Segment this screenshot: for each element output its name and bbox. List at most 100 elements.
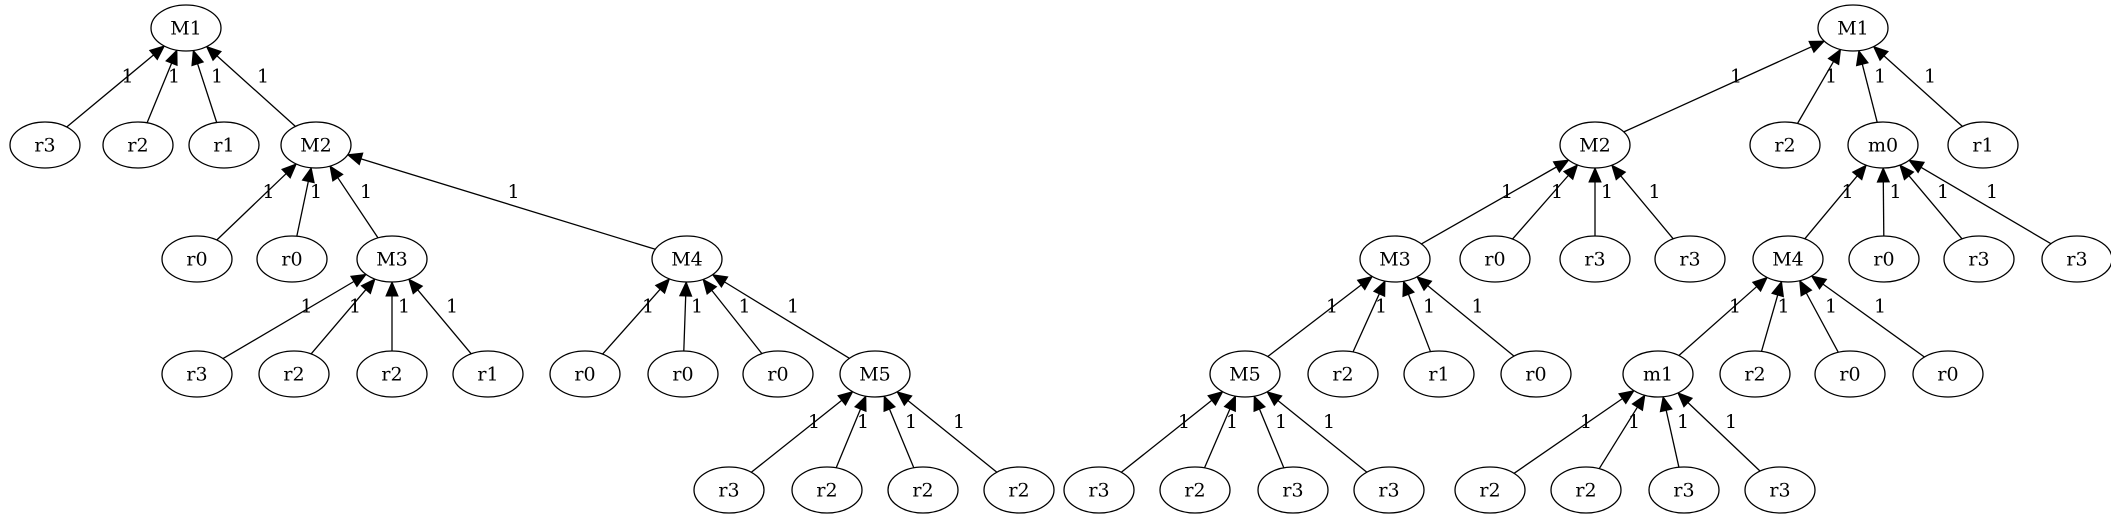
arrowhead-icon <box>711 274 729 289</box>
edge-weight-label: 1 <box>1551 181 1563 203</box>
edge-line <box>1407 294 1432 352</box>
arrowhead-icon <box>1253 395 1266 413</box>
node-t1_r0d: r0 <box>647 350 719 398</box>
edge-weight-label: 1 <box>1825 66 1837 88</box>
edge-line <box>1598 406 1638 470</box>
node-label: r3 <box>1679 249 1700 271</box>
node-label: r3 <box>34 135 55 157</box>
arrowhead-icon <box>1876 166 1891 183</box>
arrowhead-icon <box>1810 275 1828 290</box>
arrowhead-icon <box>1356 275 1374 291</box>
edge-weight-label: 1 <box>1649 181 1661 203</box>
node-t2_r3f: r3 <box>1257 466 1329 514</box>
edge-weight-label: 1 <box>905 411 917 433</box>
node-label: M5 <box>859 364 891 386</box>
arrowhead-icon <box>1872 45 1889 62</box>
node-t2_r3a: r3 <box>1559 235 1631 283</box>
edge-weight-label: 1 <box>1580 411 1592 433</box>
node-ellipse <box>258 350 330 398</box>
edge-line <box>907 400 998 473</box>
edge-line <box>1665 410 1680 468</box>
arrowhead-icon <box>205 45 222 62</box>
edge-t2_r3c-to-t2_m0: 1 <box>1899 164 1963 240</box>
edge-t2_r2d-to-t2_M5: 1 <box>1203 394 1238 469</box>
node-ellipse <box>1943 235 2015 283</box>
arrowhead-icon <box>1618 389 1635 405</box>
node-t1_r0a: r0 <box>161 235 233 283</box>
edge-weight-label: 1 <box>739 296 751 318</box>
arrowhead-icon <box>1676 392 1694 408</box>
arrowhead-icon <box>301 166 315 184</box>
edge-weight-label: 1 <box>1501 181 1513 203</box>
edge-t2_r2f-to-t2_m1: 1 <box>1598 394 1646 470</box>
node-label: M2 <box>1579 135 1611 157</box>
arrowhead-icon <box>407 278 424 295</box>
node-t1_r0c: r0 <box>549 350 621 398</box>
edge-t1_r1b-to-t1_M3: 1 <box>407 278 472 355</box>
arrowhead-icon <box>1266 391 1283 407</box>
edge-line <box>683 295 687 352</box>
edge-line <box>1258 408 1285 469</box>
node-t1_M4: M4 <box>651 235 723 283</box>
edge-t2_r3d-to-t2_m0: 1 <box>1908 159 2052 245</box>
edge-t1_r0c-to-t1_M4: 1 <box>602 277 671 355</box>
node-label: M5 <box>1229 364 1261 386</box>
edge-line <box>216 55 296 127</box>
node-t2_r0c: r0 <box>1500 350 1572 398</box>
edge-weight-label: 1 <box>1890 181 1902 203</box>
edge-line <box>835 408 862 469</box>
node-ellipse <box>161 235 233 283</box>
arrowhead-icon <box>1562 163 1579 181</box>
edge-weight-label: 1 <box>1677 411 1689 433</box>
node-t2_r3b: r3 <box>1654 235 1726 283</box>
node-label: r2 <box>1575 480 1596 502</box>
node-label: r3 <box>1378 480 1399 502</box>
node-ellipse <box>647 350 719 398</box>
edge-weight-label: 1 <box>398 296 410 318</box>
arrowhead-icon <box>883 395 896 413</box>
arrowhead-icon <box>1899 164 1915 181</box>
node-label: M2 <box>300 135 332 157</box>
edge-t1_r0d-to-t1_M4: 1 <box>678 280 703 352</box>
node-ellipse <box>1814 350 1886 398</box>
node-t1_r3b: r3 <box>161 350 233 398</box>
node-t1_M1: M1 <box>150 4 222 52</box>
node-label: r1 <box>1972 135 1993 157</box>
node-t2_r1a: r1 <box>1947 121 2019 169</box>
node-ellipse <box>651 235 723 283</box>
edge-t1_r2e-to-t1_M5: 1 <box>883 395 917 469</box>
edge-t1_M5-to-t1_M4: 1 <box>711 274 850 359</box>
edge-t2_r0c-to-t2_M3: 1 <box>1416 276 1515 357</box>
node-label: r3 <box>1584 249 1605 271</box>
edge-line <box>888 408 915 469</box>
edge-t2_m1-to-t2_M4: 1 <box>1678 276 1769 356</box>
node-ellipse <box>1550 466 1622 514</box>
edge-t2_M3-to-t2_M2: 1 <box>1421 159 1570 245</box>
node-ellipse <box>9 121 81 169</box>
edge-t1_M2-to-t1_M1: 1 <box>205 45 296 127</box>
node-label: r0 <box>1937 364 1958 386</box>
node-label: r2 <box>381 364 402 386</box>
edge-t2_r1a-to-t2_M1: 1 <box>1872 45 1963 127</box>
node-ellipse <box>280 121 352 169</box>
arrowhead-icon <box>1588 166 1602 183</box>
edge-line <box>750 399 843 473</box>
node-label: r2 <box>283 364 304 386</box>
arrowhead-icon <box>1751 276 1769 293</box>
arrowhead-icon <box>1610 164 1627 181</box>
edge-weight-label: 1 <box>691 296 703 318</box>
node-t1_r0b: r0 <box>256 235 328 283</box>
node-label: M3 <box>1379 249 1411 271</box>
edge-t1_r0e-to-t1_M4: 1 <box>702 278 763 355</box>
node-label: r2 <box>1479 480 1500 502</box>
edge-weight-label: 1 <box>301 296 313 318</box>
edge-line <box>310 289 367 355</box>
node-ellipse <box>188 121 260 169</box>
node-ellipse <box>1559 121 1631 169</box>
arrowhead-icon <box>1416 276 1433 292</box>
node-t2_m0: m0 <box>1847 121 1919 169</box>
node-label: r2 <box>816 480 837 502</box>
edge-t2_r2b-to-t2_M3: 1 <box>1352 279 1387 353</box>
node-t2_r2c: r2 <box>1719 350 1791 398</box>
